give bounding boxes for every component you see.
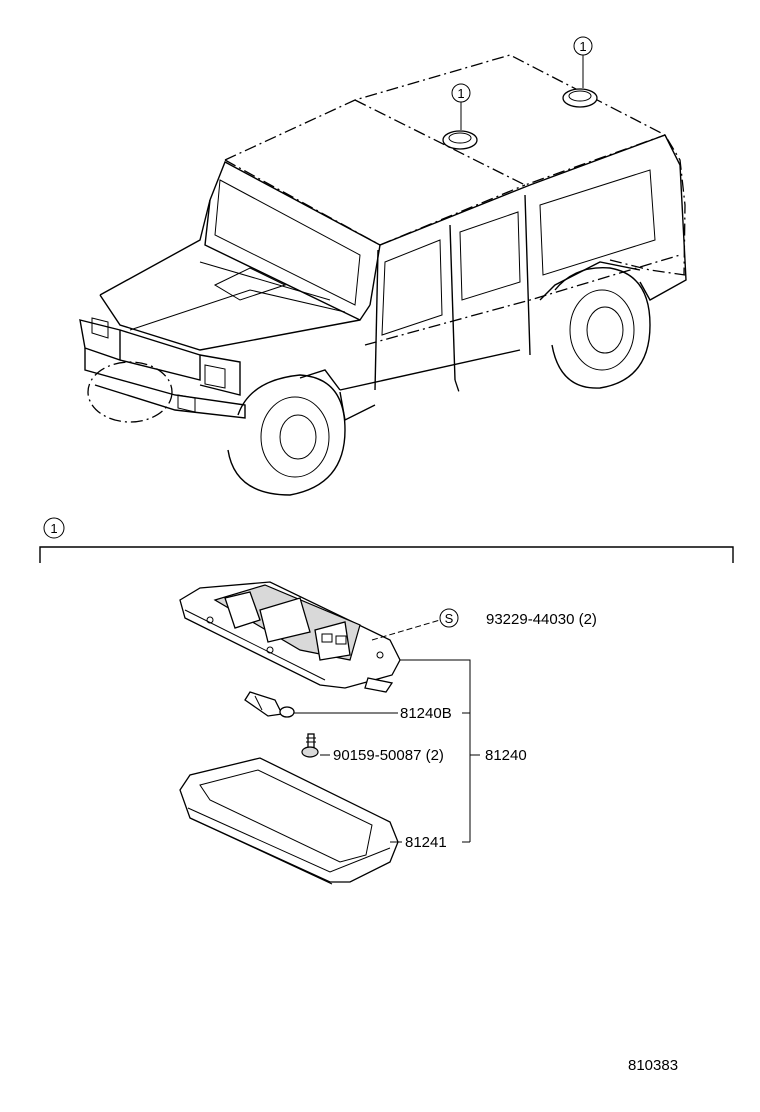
small-screw-icon: [301, 733, 319, 758]
diagram-code: 810383: [628, 1057, 678, 1074]
section-divider: 1: [39, 517, 734, 563]
part-label-bulb: 81240B: [400, 705, 452, 722]
screw-symbol-icon: S: [439, 608, 459, 628]
callout-marker-rear-label: 1: [579, 39, 586, 54]
roof-light-rear-icon: [562, 88, 598, 108]
section-marker-label: 1: [50, 521, 57, 536]
roof-light-front-icon: [442, 130, 478, 150]
part-label-assembly: 81240: [485, 747, 527, 764]
screw-symbol-label: S: [445, 611, 454, 626]
callout-marker-rear: 1: [573, 36, 593, 56]
lens-cover-icon: [179, 757, 399, 885]
part-label-cover: 81241: [405, 834, 447, 851]
lamp-base-icon: [179, 581, 401, 693]
callout-marker-front-label: 1: [457, 86, 464, 101]
callout-marker-front: 1: [451, 83, 471, 103]
part-label-screw-s: 93229-44030 (2): [486, 611, 597, 628]
bulb-icon: [244, 691, 295, 718]
vehicle-illustration: [79, 54, 687, 496]
part-label-screw: 90159-50087 (2): [333, 747, 444, 764]
